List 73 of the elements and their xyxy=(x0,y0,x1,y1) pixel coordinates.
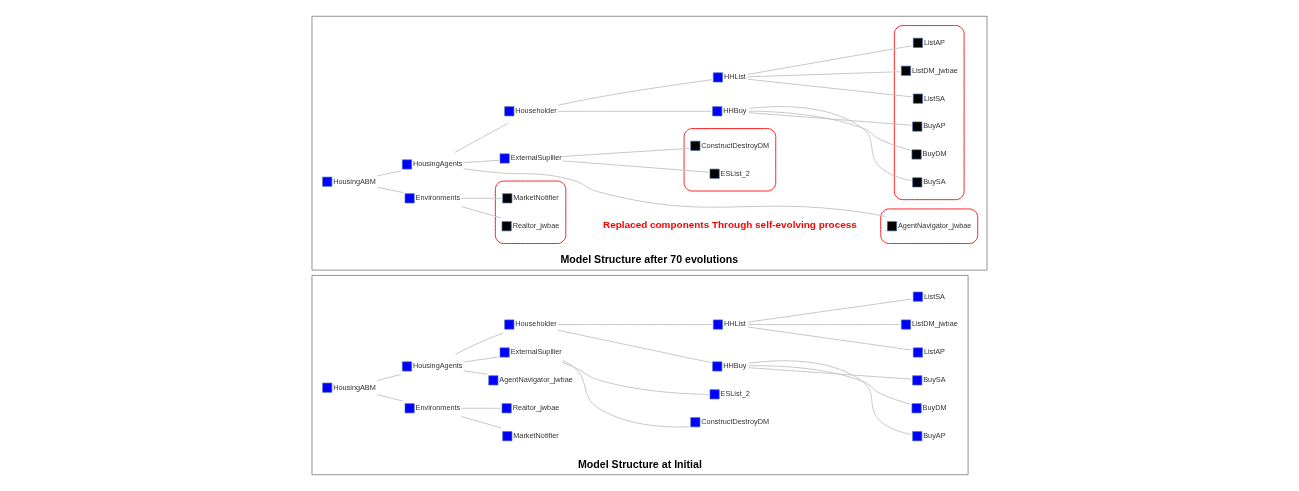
cluster xyxy=(683,128,777,192)
connector xyxy=(748,360,912,435)
node-label: AgentNavigator_jwbae xyxy=(499,375,573,385)
node-label: ConstructDestroyDM xyxy=(701,140,770,150)
node-label: ConstructDestroyDM xyxy=(701,417,770,427)
node-label: BuyAP xyxy=(923,121,946,131)
node-label: HousingABM xyxy=(333,382,376,392)
node-label: Householder xyxy=(515,319,557,329)
node-label: Environments xyxy=(415,193,461,203)
cluster xyxy=(494,180,567,244)
node-label: HousingABM xyxy=(333,176,376,186)
connector xyxy=(562,147,690,157)
connector xyxy=(460,415,502,429)
connector xyxy=(748,112,912,126)
node-label: ListSA xyxy=(923,291,945,301)
node-label: HHList xyxy=(723,319,746,329)
node-label: HousingAgents xyxy=(412,361,463,371)
connector xyxy=(747,324,901,326)
cluster xyxy=(893,25,965,201)
connector xyxy=(557,324,713,326)
connector xyxy=(557,79,713,106)
node-label: MarketNotifier xyxy=(513,193,559,203)
node-label: ESList_2 xyxy=(720,389,750,399)
node-label: ListSA xyxy=(923,93,945,103)
connector xyxy=(557,329,712,364)
node-label: BuyDM xyxy=(922,403,947,413)
connector xyxy=(562,160,710,173)
connector xyxy=(748,110,911,151)
node-label: BuySA xyxy=(923,375,946,385)
node-label: ESList_2 xyxy=(720,168,750,178)
node-label: BuyAP xyxy=(923,431,946,441)
node-label: MarketNotifier xyxy=(513,431,559,441)
node-label: HHBuy xyxy=(723,361,747,371)
connector xyxy=(748,365,911,405)
node-label: ListAP xyxy=(923,37,945,47)
connector xyxy=(376,394,404,402)
connector xyxy=(463,159,500,164)
node-label: Householder xyxy=(515,106,557,116)
node-label: BuyDM xyxy=(922,149,947,159)
node-label: Environments xyxy=(415,403,461,413)
connector xyxy=(747,71,901,78)
connector xyxy=(460,407,502,409)
node-label: ExternalSupllier xyxy=(510,153,562,163)
connector xyxy=(747,326,912,351)
node-label: ListDM_jwbae xyxy=(911,319,958,329)
connector xyxy=(454,332,504,355)
connector xyxy=(376,373,402,382)
connector xyxy=(747,298,912,323)
connector xyxy=(747,78,912,98)
connector xyxy=(460,197,502,199)
node-label: BuySA xyxy=(923,177,946,187)
connector xyxy=(376,170,402,177)
node-label: HHBuy xyxy=(723,106,747,116)
node-label: Realtor_jwbae xyxy=(512,403,560,413)
connector xyxy=(748,106,912,182)
connector xyxy=(562,359,690,428)
node-label: ListDM_jwbae xyxy=(911,65,958,75)
node-label: HHList xyxy=(723,72,746,82)
node-label: ExternalSupllier xyxy=(510,347,562,357)
connector xyxy=(454,122,509,153)
node-label: AgentNavigator_jwbae xyxy=(897,221,972,231)
cluster xyxy=(880,208,979,244)
connector xyxy=(460,205,502,219)
node-label: Realtor_jwbae xyxy=(512,221,560,231)
connector xyxy=(376,186,404,194)
node-label: HousingAgents xyxy=(412,159,463,169)
label: Replaced components Through self-evolving process xyxy=(602,218,857,230)
connector xyxy=(463,356,500,363)
node-label: ListAP xyxy=(923,347,945,357)
connector xyxy=(562,362,709,395)
connector xyxy=(557,110,712,112)
connector xyxy=(463,370,488,375)
connector xyxy=(748,367,912,380)
